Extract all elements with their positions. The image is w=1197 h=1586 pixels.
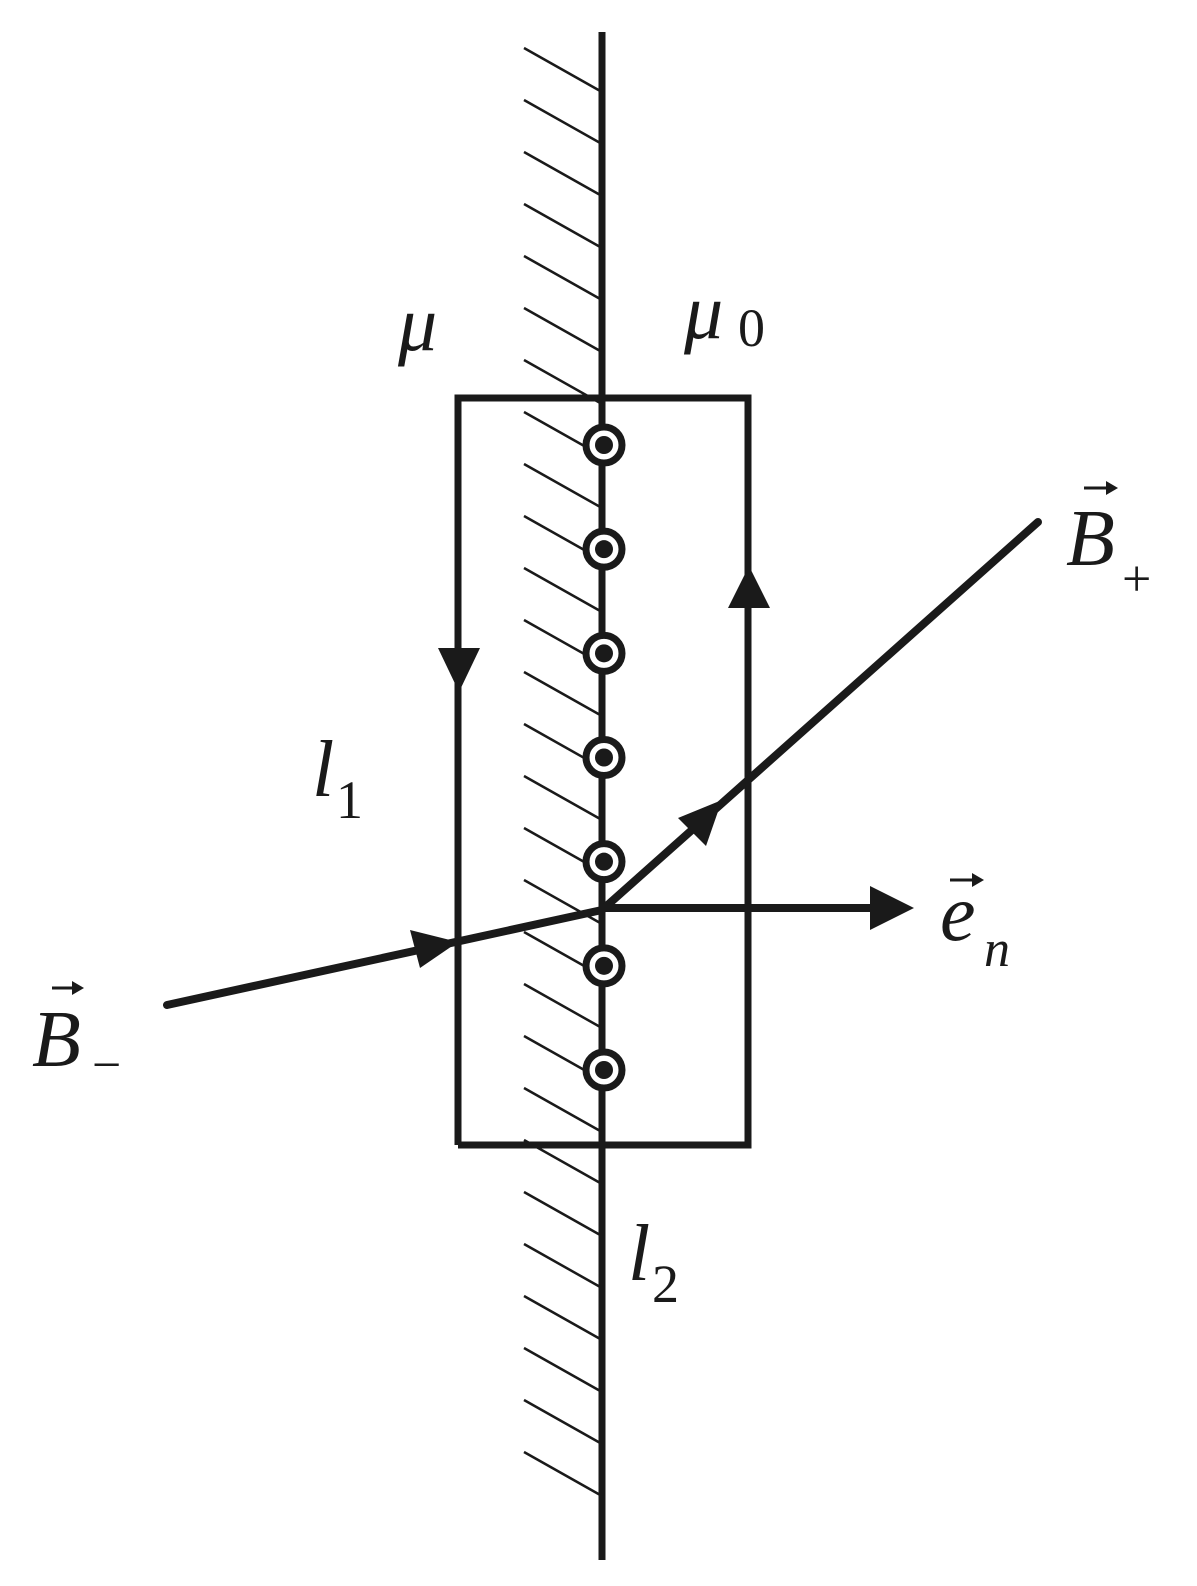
label-l1: l 1: [312, 726, 363, 830]
hatch-line: [523, 462, 603, 510]
b-plus-overarrow: [1084, 481, 1118, 495]
hatch-line: [523, 98, 603, 146]
label-b-minus: B −: [32, 981, 121, 1094]
label-l2: l 2: [628, 1210, 679, 1314]
hatch-line: [523, 46, 603, 94]
svg-text:μ: μ: [683, 268, 723, 355]
hatch-line: [523, 202, 603, 250]
current-out-of-page-icon: [582, 631, 626, 675]
hatch-line: [523, 1190, 603, 1238]
hatch-line: [523, 1242, 603, 1290]
svg-text:2: 2: [652, 1254, 679, 1314]
b-minus-vector: [163, 906, 606, 1009]
current-out-of-page-icon: [582, 527, 626, 571]
hatch-line: [523, 670, 603, 718]
current-out-of-page-icon: [582, 840, 626, 884]
svg-text:1: 1: [336, 770, 363, 830]
e-n-overarrow: [950, 873, 984, 887]
svg-text:0: 0: [738, 298, 765, 358]
svg-text:l: l: [312, 726, 334, 814]
hatch-line: [523, 1346, 603, 1394]
hatch-line: [523, 774, 603, 822]
svg-text:B: B: [1066, 495, 1115, 583]
current-out-of-page-icon: [582, 423, 626, 467]
svg-text:e: e: [940, 870, 976, 958]
hatch-line: [523, 1398, 603, 1446]
hatch-line: [523, 982, 603, 1030]
b-plus-vector: [598, 518, 1042, 914]
label-mu: μ: [397, 280, 437, 367]
svg-text:−: −: [92, 1037, 121, 1094]
b-minus-overarrow: [52, 981, 84, 995]
hatch-line: [523, 254, 603, 302]
current-out-of-page-icon: [582, 1048, 626, 1092]
normal-vector-arrowhead: [870, 886, 914, 930]
loop-arrow-down: [438, 648, 480, 692]
hatch-line: [523, 306, 603, 354]
loop-arrow-up: [728, 566, 770, 608]
label-mu0: μ 0: [683, 268, 765, 358]
b-minus-arrowhead: [410, 930, 458, 968]
surface-current-dots: [582, 423, 626, 1092]
hatch-line: [523, 1450, 603, 1498]
hatch-line: [523, 1294, 603, 1342]
hatch-line: [523, 1086, 603, 1134]
hatch-line: [523, 566, 603, 614]
integration-loop: [454, 394, 752, 1149]
b-plus-arrowhead: [678, 800, 722, 846]
svg-text:l: l: [628, 1210, 650, 1298]
hatch-line: [523, 150, 603, 198]
current-out-of-page-icon: [582, 944, 626, 988]
svg-text:+: +: [1122, 551, 1151, 608]
label-e-n: e n: [940, 870, 1010, 978]
svg-text:B: B: [32, 996, 81, 1084]
svg-text:n: n: [984, 921, 1010, 978]
current-out-of-page-icon: [582, 736, 626, 779]
label-b-plus: B +: [1066, 481, 1151, 608]
